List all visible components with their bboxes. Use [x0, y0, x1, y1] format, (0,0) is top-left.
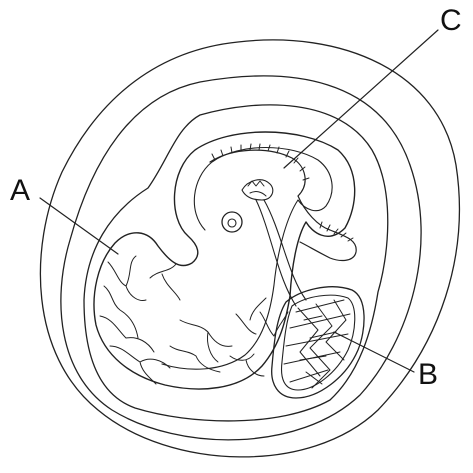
heart-detail [248, 181, 266, 196]
shell-membrane [61, 76, 421, 440]
embryo-eye-inner [228, 219, 236, 227]
egg-shell [40, 40, 459, 457]
allantois-vessel-lattice [284, 300, 350, 388]
embryo-head [210, 150, 305, 196]
leader-line-c [284, 30, 438, 168]
leader-line-b [334, 332, 414, 372]
allantois-inner [282, 295, 355, 390]
leader-line-a [40, 198, 118, 254]
yolk-sac-vessels [100, 256, 288, 384]
embryo-tail [298, 196, 356, 260]
label-a: A [10, 174, 30, 207]
embryo-body [94, 132, 355, 389]
label-b: B [418, 358, 438, 391]
embryo-eye-outer [222, 212, 242, 232]
label-c: C [440, 4, 462, 37]
heart-region [242, 180, 273, 200]
head-tick-marks [212, 144, 309, 180]
embryo-inner-contour [162, 148, 332, 370]
